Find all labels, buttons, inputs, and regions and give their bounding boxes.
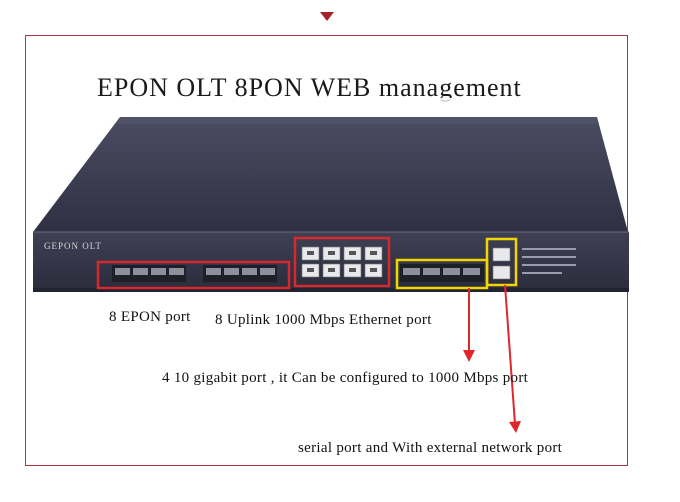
label-ten-gigabit-port: 4 10 gigabit port , it Can be configured… [162, 370, 529, 386]
ten-gigabit-sfp-ports [400, 264, 484, 282]
epon-sfp-ports [112, 265, 277, 282]
label-epon-port: 8 EPON port [109, 309, 191, 325]
uplink-port-highlight [293, 236, 391, 288]
epon-port-highlight [96, 260, 291, 290]
console-management-ports [492, 247, 511, 280]
chassis-top [33, 117, 628, 232]
title-overlay [90, 98, 560, 108]
console-port-highlight [485, 237, 518, 287]
uplink-rj45-ports [301, 246, 383, 278]
device-brand: GEPON OLT [44, 241, 102, 251]
status-led-panel [522, 248, 576, 274]
arrow-to-serial-label [504, 284, 516, 425]
top-triangle-marker [320, 12, 334, 21]
label-uplink-port: 8 Uplink 1000 Mbps Ethernet port [215, 312, 432, 328]
label-serial-port: serial port and With external network po… [298, 440, 563, 456]
page-title: EPON OLT 8PON WEB management [97, 73, 522, 102]
